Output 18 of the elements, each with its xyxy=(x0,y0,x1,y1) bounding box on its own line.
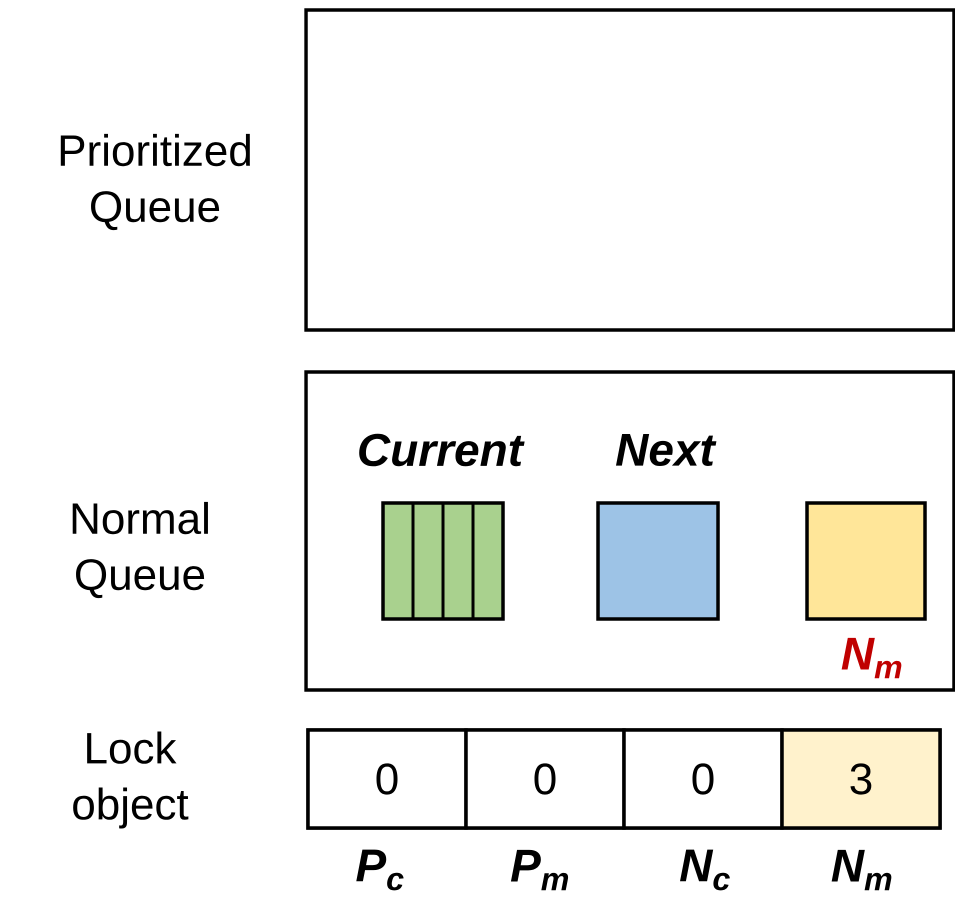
box-caption: N$_{m}$ xyxy=(842,638,902,678)
box-caption: Next xyxy=(616,434,716,466)
node-label: Lock object xyxy=(73,732,188,829)
box-caption: P$_{m}$ xyxy=(510,850,568,890)
box-caption: N$_{c}$ xyxy=(680,850,730,890)
queue-box: Prioritized Queue xyxy=(60,8,955,332)
box-caption: Current xyxy=(359,434,525,466)
lock-field: 0 xyxy=(464,728,626,830)
box-caption: N$_{m}$ xyxy=(832,850,892,890)
lock-field: 3 xyxy=(780,728,942,830)
box-caption: P$_{c}$ xyxy=(356,850,404,890)
queue-item xyxy=(381,501,505,621)
queue-item xyxy=(596,501,720,621)
queue-item xyxy=(805,501,927,621)
node-label: Normal Queue xyxy=(72,502,208,598)
lock-field: 0 xyxy=(306,728,468,830)
node-label: Prioritized Queue xyxy=(60,134,250,230)
lock-field: 0 xyxy=(622,728,784,830)
